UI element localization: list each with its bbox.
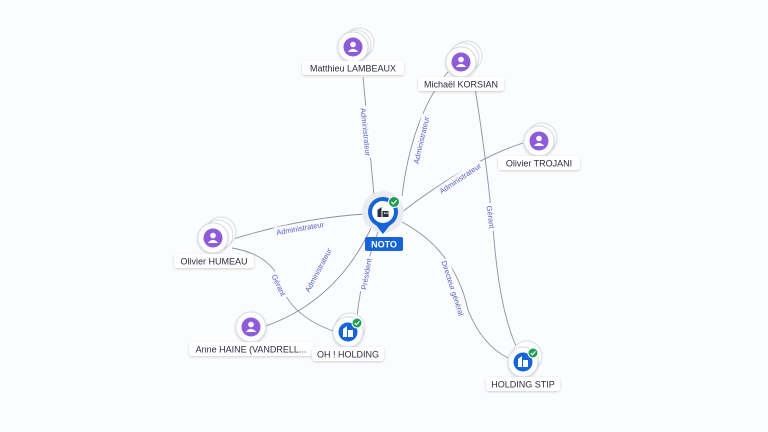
building-icon (377, 207, 389, 217)
building-icon (513, 352, 533, 372)
person-icon (241, 317, 261, 337)
edge-label-e6: Gérant (270, 273, 288, 298)
center-company-node-noto[interactable]: NOTO (362, 191, 404, 251)
person-node-matthieu-lambeaux[interactable]: Matthieu LAMBEAUX (302, 27, 404, 75)
edge-label-e3: Administrateur (438, 161, 484, 196)
edge-michael-holdingstip[interactable] (473, 81, 520, 353)
company-name: HOLDING STIP (491, 380, 555, 390)
person-node-anne-haine[interactable]: Anne HAINE (VANDRELL... (189, 311, 313, 356)
center-company-name: NOTO (371, 240, 397, 250)
person-name: Olivier HUMEAU (180, 257, 247, 267)
person-node-michael-korsian[interactable]: Michaël KORSIAN (418, 40, 504, 91)
company-node-oh-holding[interactable]: OH ! HOLDING (312, 312, 384, 361)
person-name: Anne HAINE (VANDRELL... (196, 345, 307, 355)
person-icon (451, 52, 471, 72)
person-icon (203, 228, 223, 248)
verified-check-icon (527, 347, 539, 359)
person-icon (343, 37, 363, 57)
person-icon (529, 131, 549, 151)
person-node-olivier-humeau[interactable]: Olivier HUMEAU (174, 216, 254, 268)
edge-noto-holdingstip[interactable] (401, 221, 509, 359)
verified-check-icon (388, 196, 400, 208)
company-name: OH ! HOLDING (317, 350, 379, 360)
verified-check-icon (351, 317, 363, 329)
edge-anne-noto[interactable] (265, 225, 373, 327)
person-node-olivier-trojani[interactable]: Olivier TROJANI (498, 122, 580, 170)
building-icon (338, 322, 358, 342)
person-name: Olivier TROJANI (506, 159, 572, 169)
edge-label-e7: Président (359, 257, 374, 291)
person-name: Michaël KORSIAN (424, 80, 498, 90)
edge-label-e2: Administrateur (412, 115, 432, 165)
person-name: Matthieu LAMBEAUX (310, 64, 396, 74)
edge-humeau-noto[interactable] (229, 213, 366, 241)
company-node-holding-stip[interactable]: HOLDING STIP (486, 340, 560, 391)
edge-label-e8: Gérant (485, 205, 497, 230)
edge-label-e1: Administrateur (358, 108, 372, 158)
